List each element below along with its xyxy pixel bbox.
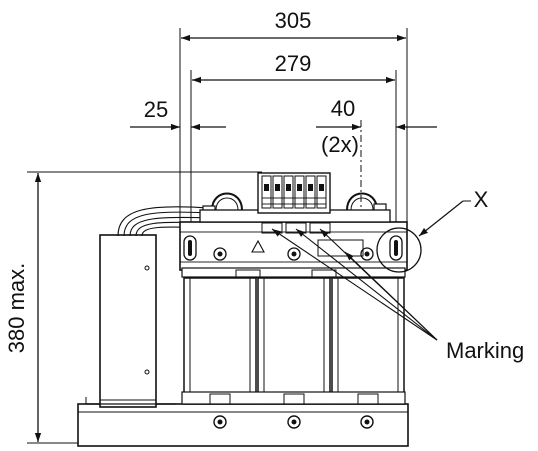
coil-left	[183, 277, 257, 405]
detail-label: X	[474, 187, 489, 212]
coil-right	[331, 277, 405, 405]
terminal-block	[257, 172, 331, 214]
dimension-label-mounting-width: 279	[275, 51, 312, 76]
mounting-frame	[179, 221, 408, 279]
dimension-label-left-offset: 25	[144, 97, 168, 122]
detail-callout-x: X	[376, 187, 489, 273]
lower-frame	[181, 391, 406, 405]
dimension-overall-width: 305	[179, 8, 408, 235]
dimension-left-offset: 25	[130, 97, 226, 131]
connection-cables	[117, 206, 211, 237]
base-fixing-hole	[287, 415, 301, 429]
coil-middle	[257, 277, 331, 405]
dimension-label-right-offset-qualifier: (2x)	[321, 132, 359, 157]
dimension-height: 380 max.	[4, 171, 262, 444]
dimension-label-overall-width: 305	[275, 8, 312, 33]
side-terminal-box	[85, 234, 176, 408]
base-plate	[77, 403, 409, 447]
base-fixing-hole	[213, 415, 227, 429]
dimension-label-right-offset: 40	[331, 96, 355, 121]
dimension-right-offset: 40 (2x)	[316, 96, 437, 218]
dimension-mounting-width: 279	[190, 51, 397, 240]
marking-callout: Marking	[271, 228, 524, 363]
base-fixing-hole	[360, 415, 374, 429]
marking-label: Marking	[446, 338, 524, 363]
dimension-label-height: 380 max.	[4, 263, 29, 354]
